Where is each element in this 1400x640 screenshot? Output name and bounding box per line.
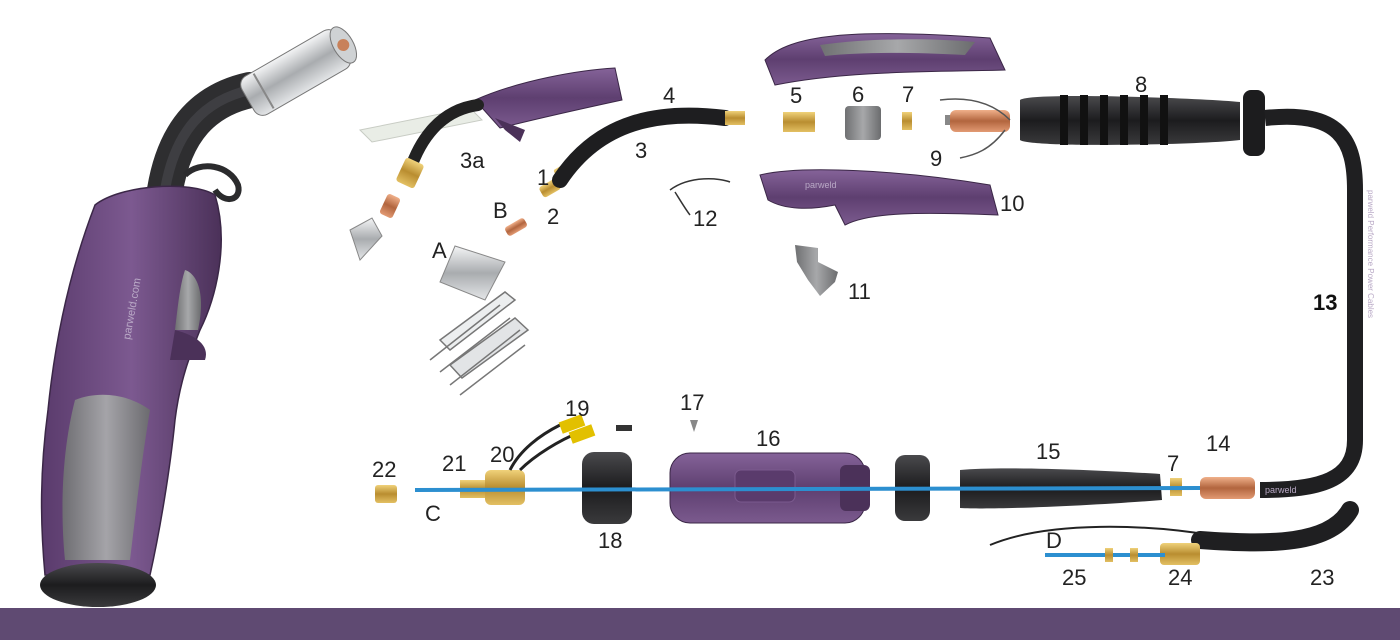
label-1: 1 (537, 165, 549, 190)
part-13-power-cable (1259, 108, 1363, 498)
part-4-neck-fitting (725, 111, 745, 125)
label-8: 8 (1135, 72, 1147, 97)
part-11-trigger-clip (795, 245, 838, 296)
part-3-swan-neck (552, 107, 745, 188)
label-24: 24 (1168, 565, 1192, 590)
label-d: D (1046, 528, 1062, 553)
part-19-trigger-pins (508, 423, 581, 472)
handle-top-shell (764, 33, 1006, 86)
label-3a: 3a (460, 148, 485, 173)
part-24-adaptor (1160, 543, 1200, 565)
label-23: 23 (1310, 565, 1334, 590)
label-21: 21 (442, 451, 466, 476)
part-a-nozzle (439, 245, 506, 301)
part-23-cable-end (1191, 501, 1359, 552)
label-14: 14 (1206, 431, 1230, 456)
rear-brand-print: parweld (1265, 485, 1297, 495)
label-2: 2 (547, 204, 559, 229)
label-12: 12 (693, 206, 717, 231)
part-labels: 4 5 6 7 8 3 3a 9 1 10 B 2 12 A 11 13 19 … (372, 72, 1337, 590)
part-12-wire (669, 178, 731, 216)
label-10: 10 (1000, 191, 1024, 216)
handle-top-brand-print: parweld (805, 180, 837, 190)
label-7: 7 (902, 82, 914, 107)
part-6-grey-coupler (845, 106, 881, 140)
label-4: 4 (663, 83, 675, 108)
part-10-handle-bottom-shell: parweld (759, 169, 999, 226)
part-small-pin (616, 425, 632, 431)
label-22: 22 (372, 457, 396, 482)
part-8-rear-connector-body (945, 90, 1265, 156)
part-5-brass-connector (783, 112, 815, 132)
label-13: 13 (1313, 290, 1337, 315)
part-7-ring (902, 112, 912, 130)
label-11: 11 (848, 279, 871, 304)
label-16: 16 (756, 426, 780, 451)
part-14-rear-adaptor (1200, 477, 1255, 499)
label-15: 15 (1036, 439, 1060, 464)
label-19: 19 (565, 396, 589, 421)
label-20: 20 (490, 442, 514, 467)
label-18: 18 (598, 528, 622, 553)
label-17: 17 (680, 390, 704, 415)
footer-band (0, 608, 1400, 640)
part-3a-swan-neck-assembly (349, 67, 623, 261)
label-a: A (432, 238, 447, 263)
part-22-cap (375, 485, 397, 503)
assembled-torch: parweld.com (40, 26, 358, 607)
part-d-gas-hose (989, 525, 1211, 546)
label-7b: 7 (1167, 451, 1179, 476)
part-b-contact-tip (505, 218, 527, 236)
consumables-group (429, 162, 575, 396)
label-6: 6 (852, 82, 864, 107)
spare-tips-set (429, 291, 530, 396)
label-5: 5 (790, 83, 802, 108)
label-25: 25 (1062, 565, 1086, 590)
label-9: 9 (930, 146, 942, 171)
label-c: C (425, 501, 441, 526)
cable-brand-print: parweld Performance Power Cables (1366, 190, 1375, 318)
label-3: 3 (635, 138, 647, 163)
label-b: B (493, 198, 508, 223)
part-17-screw (690, 420, 698, 432)
part-9-sensor-wire (939, 98, 1011, 159)
part-20-euro-pin-body (485, 470, 525, 505)
part-c-liner (414, 486, 1201, 492)
